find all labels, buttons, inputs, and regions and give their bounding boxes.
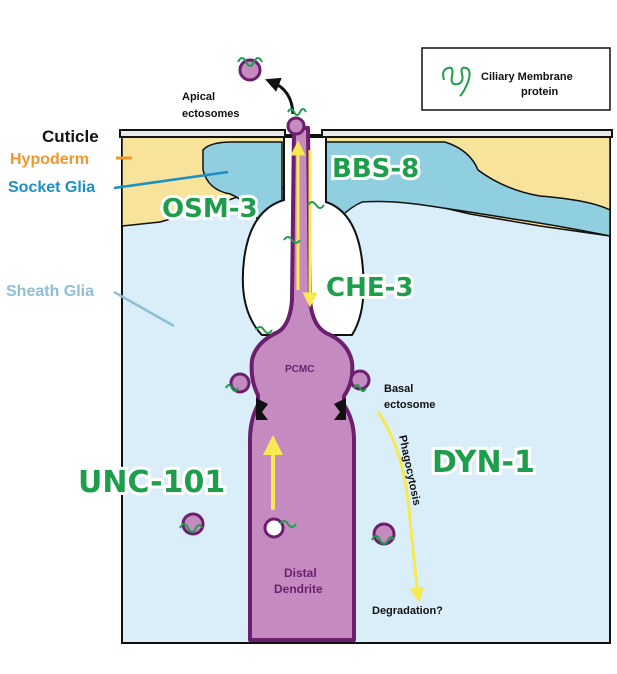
distal-label-1: Distal bbox=[284, 566, 317, 580]
legend-label-2: protein bbox=[521, 86, 559, 98]
basal-protein-left bbox=[225, 384, 239, 392]
dendrite-vesicle-protein bbox=[279, 520, 297, 528]
osm3-label: OSM-3 bbox=[162, 194, 258, 224]
cilium-protein-3 bbox=[283, 236, 301, 244]
junction-left bbox=[256, 398, 268, 420]
socket-glia-label: Socket Glia bbox=[8, 179, 95, 196]
basal-label-2: ectosome bbox=[384, 399, 435, 411]
phagocytosis-arrow bbox=[376, 411, 425, 603]
socket-glia-right bbox=[324, 141, 611, 241]
basal-label-1: Basal bbox=[384, 383, 413, 395]
junction-right bbox=[334, 398, 346, 420]
apical-label-1: Apical bbox=[182, 91, 215, 103]
unc101-label: UNC-101 bbox=[78, 465, 225, 500]
che3-label: CHE-3 bbox=[326, 273, 413, 303]
basal-bleb-left bbox=[229, 372, 251, 394]
cuticle-layer-right bbox=[321, 129, 613, 138]
free-ectosome-left-protein bbox=[179, 523, 203, 533]
dendrite-vesicle bbox=[263, 517, 285, 539]
legend-label-1: Ciliary Membrane bbox=[481, 71, 573, 83]
free-ectosome-right bbox=[372, 522, 396, 546]
cuticle-layer bbox=[119, 129, 286, 138]
apical-ectosome bbox=[238, 58, 262, 82]
legend-protein-icon bbox=[442, 66, 471, 97]
cuticle-label: Cuticle bbox=[42, 127, 99, 146]
bbs8-label: BBS-8 bbox=[332, 154, 419, 184]
free-ectosome-right-protein bbox=[371, 535, 395, 545]
cilium-tip bbox=[286, 116, 306, 136]
basal-protein-right bbox=[353, 384, 367, 392]
degradation-label: Degradation? bbox=[372, 605, 443, 617]
cilium-protein-2 bbox=[307, 201, 325, 209]
dyn1-label: DYN-1 bbox=[432, 445, 535, 480]
cilium-protein-4 bbox=[255, 326, 273, 334]
sheath-glia-label: Sheath Glia bbox=[6, 283, 94, 300]
cilium-protein-1 bbox=[287, 108, 307, 116]
hypoderm-label: Hypoderm bbox=[10, 151, 89, 168]
sheath-glia-pointer bbox=[113, 290, 175, 328]
pcmc-label: PCMC bbox=[285, 364, 314, 375]
socket-glia-pointer bbox=[113, 170, 229, 190]
apical-ectosome-protein bbox=[237, 57, 263, 67]
distal-label-2: Dendrite bbox=[274, 582, 323, 596]
apical-label-2: ectosomes bbox=[182, 108, 239, 120]
neuron-cilium bbox=[248, 126, 356, 642]
legend-box bbox=[421, 47, 611, 111]
